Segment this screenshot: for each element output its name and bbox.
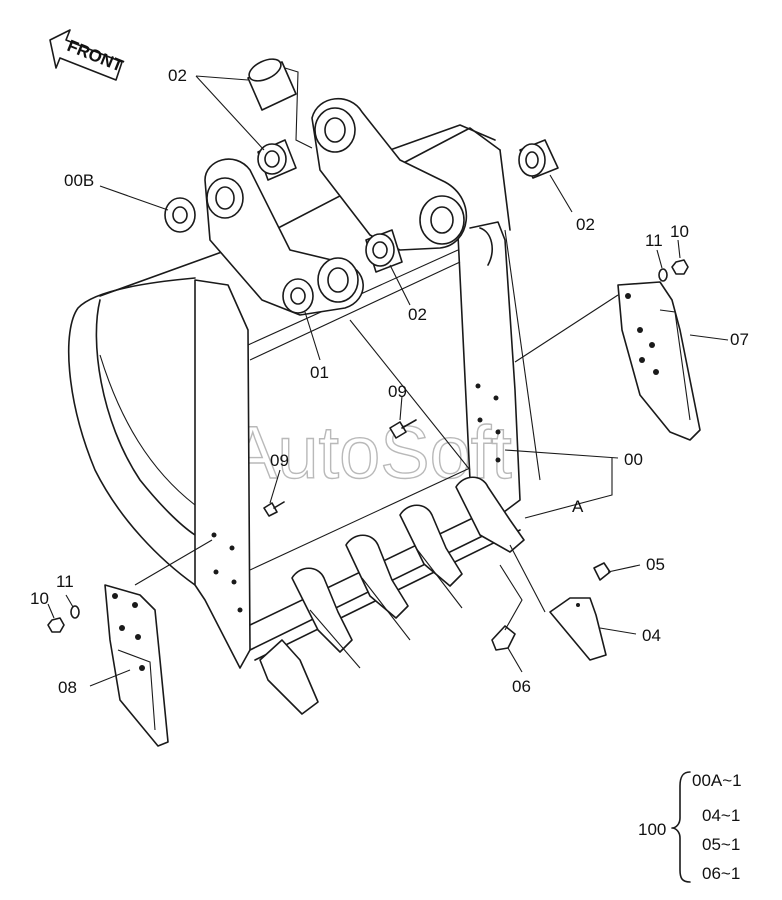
callout-00b: 00B bbox=[64, 171, 94, 190]
callout-07: 07 bbox=[730, 330, 749, 349]
front-arrow: FRONT bbox=[49, 29, 126, 81]
kit-legend: 100 00A~1 04~1 05~1 06~1 bbox=[638, 771, 742, 883]
leader-lines bbox=[47, 67, 729, 687]
callout-04: 04 bbox=[642, 626, 661, 645]
side-plate-holes bbox=[211, 383, 501, 613]
tooth-04 bbox=[549, 597, 607, 661]
callout-01: 01 bbox=[310, 363, 329, 382]
pin-05 bbox=[593, 562, 611, 581]
callout-00: 00 bbox=[624, 450, 643, 469]
bushing-00b bbox=[164, 197, 196, 233]
bushing-02-right bbox=[518, 139, 559, 179]
bucket-body bbox=[67, 124, 541, 669]
bolt-09-upper bbox=[389, 419, 417, 439]
mounting-lugs bbox=[204, 97, 493, 316]
bushing-02-lower bbox=[365, 229, 403, 273]
callout-10-left: 10 bbox=[30, 589, 49, 608]
washer-11-right bbox=[658, 268, 668, 282]
callout-02-right: 02 bbox=[576, 215, 595, 234]
callout-02-top: 02 bbox=[168, 66, 187, 85]
callout-02-lower: 02 bbox=[408, 305, 427, 324]
kit-parent-number: 100 bbox=[638, 820, 666, 839]
kit-item: 04~1 bbox=[702, 806, 740, 825]
nut-10-right bbox=[671, 259, 689, 275]
callout-05: 05 bbox=[646, 555, 665, 574]
callout-10-right: 10 bbox=[670, 222, 689, 241]
callout-09-upper: 09 bbox=[388, 382, 407, 401]
callout-09-lower: 09 bbox=[270, 451, 289, 470]
bucket-teeth bbox=[259, 476, 525, 715]
side-cutter-07 bbox=[617, 281, 701, 441]
lock-06 bbox=[491, 625, 516, 651]
bolt-09-lower bbox=[263, 501, 285, 517]
nut-10-left bbox=[47, 617, 65, 633]
bushing-02-mid bbox=[257, 139, 297, 181]
callout-06: 06 bbox=[512, 677, 531, 696]
kit-item: 05~1 bbox=[702, 835, 740, 854]
callout-08: 08 bbox=[58, 678, 77, 697]
callout-11-right: 11 bbox=[645, 231, 663, 250]
callout-a: A bbox=[572, 497, 584, 516]
side-cutter-08 bbox=[104, 584, 169, 747]
kit-item: 00A~1 bbox=[692, 771, 742, 790]
bushing-01 bbox=[282, 278, 314, 314]
callout-11-left: 11 bbox=[56, 572, 74, 591]
callout-labels: 02 00B 02 02 01 11 10 07 09 09 00 A 05 1… bbox=[30, 66, 749, 697]
washer-11-left bbox=[70, 605, 80, 619]
kit-item: 06~1 bbox=[702, 864, 740, 883]
bushing-02-top bbox=[247, 58, 297, 111]
